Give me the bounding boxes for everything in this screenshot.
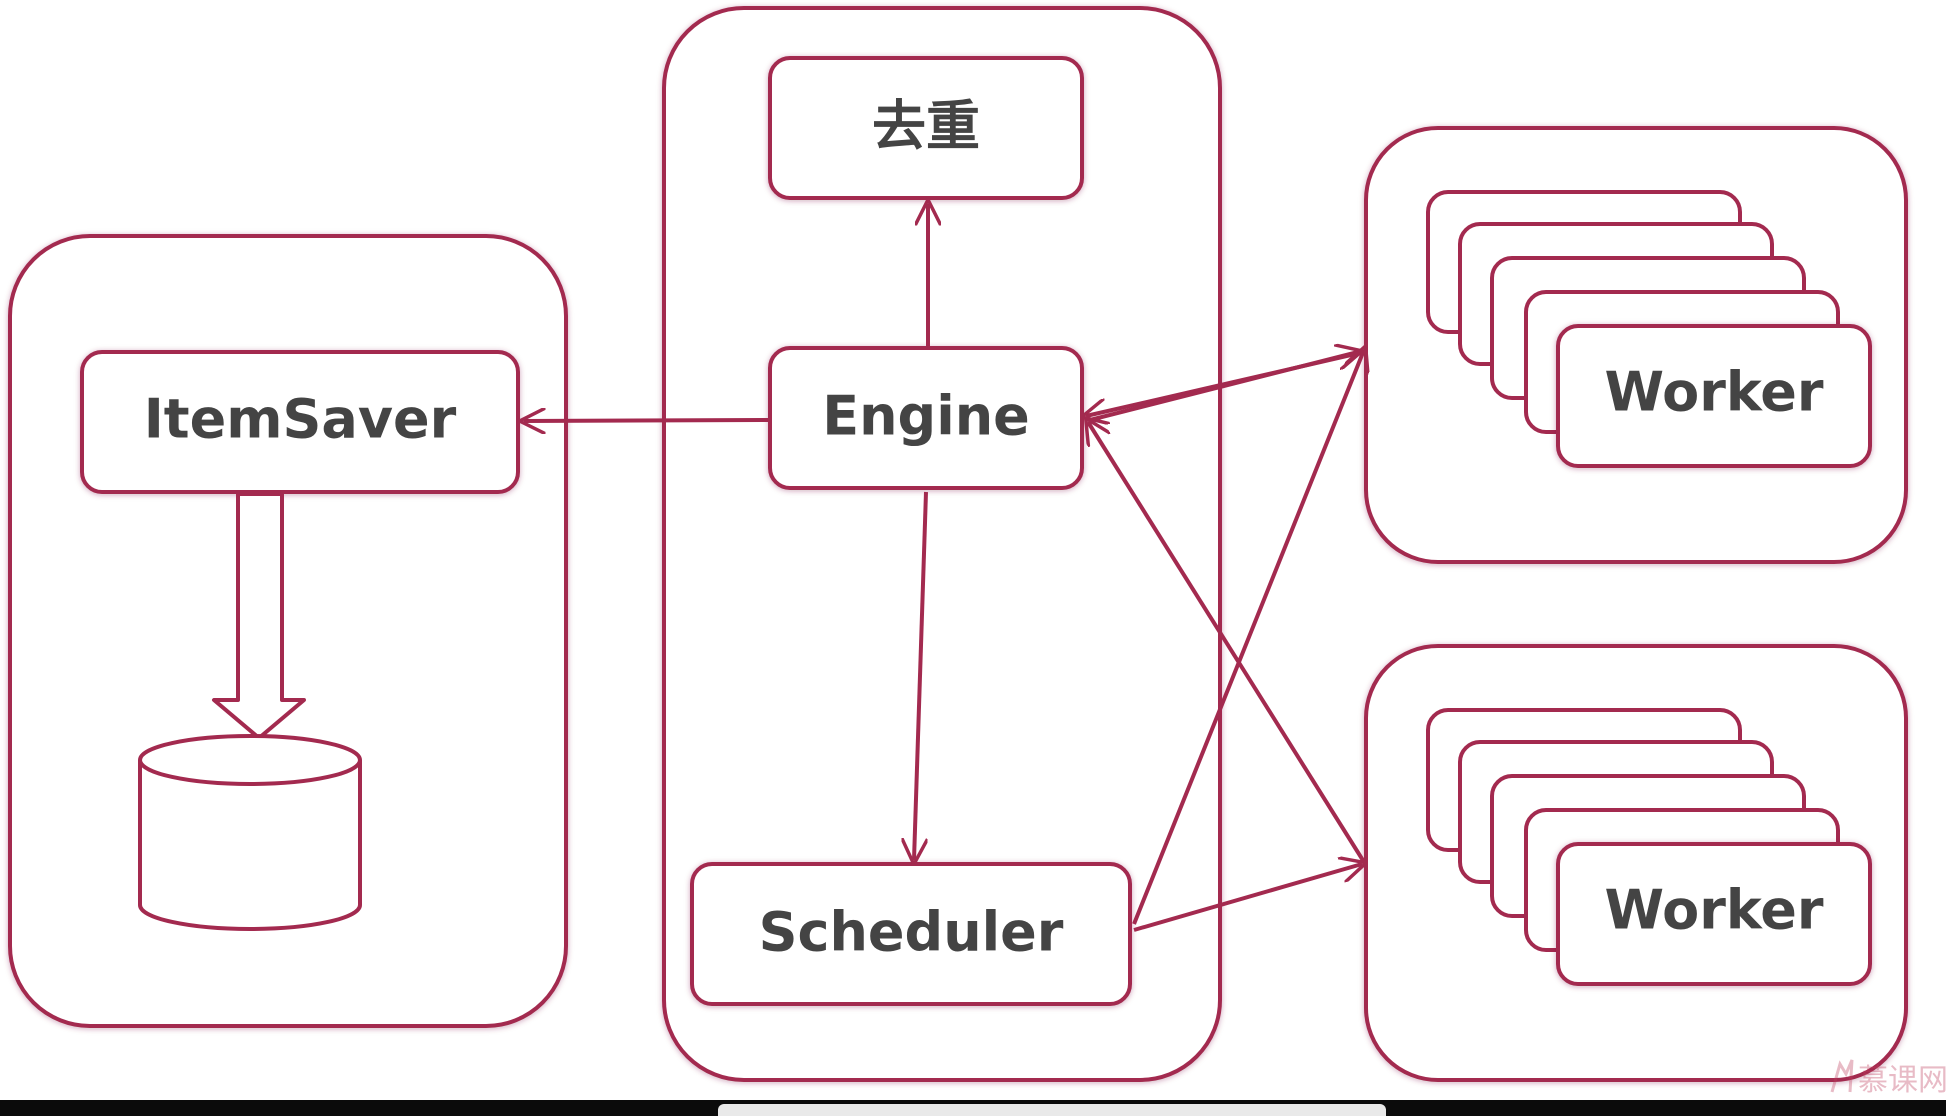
home-indicator[interactable] bbox=[718, 1104, 1386, 1116]
worker-stack-bottom: Worker bbox=[1426, 708, 1872, 986]
dedup-label: 去重 bbox=[872, 95, 980, 158]
engine-container bbox=[662, 6, 1222, 1082]
edge-worker-bottom-to-engine bbox=[1088, 422, 1366, 864]
scheduler-label: Scheduler bbox=[759, 901, 1064, 964]
edges bbox=[524, 204, 1366, 932]
dedup-node: 去重 bbox=[768, 56, 1084, 200]
worker-top-label: Worker bbox=[1604, 361, 1823, 424]
watermark-text: 慕课网 bbox=[1858, 1063, 1946, 1098]
engine-node: Engine bbox=[768, 346, 1084, 490]
edge-engine-to-itemsaver bbox=[524, 420, 769, 421]
itemsaver-node: ItemSaver bbox=[80, 350, 520, 494]
edge-engine-to-worker-top bbox=[1089, 352, 1358, 422]
edge-scheduler-to-worker-top bbox=[1132, 350, 1364, 925]
scheduler-node: Scheduler bbox=[690, 862, 1132, 1006]
worker-stack-top: Worker bbox=[1426, 190, 1872, 468]
imooc-logo-icon: 慕课网 bbox=[1830, 1059, 1946, 1098]
worker-bottom-label: Worker bbox=[1604, 879, 1823, 942]
itemsaver-label: ItemSaver bbox=[144, 388, 457, 451]
engine-label: Engine bbox=[822, 385, 1030, 448]
database-cylinder-icon bbox=[138, 734, 362, 931]
hollow-down-arrow-icon bbox=[212, 492, 306, 740]
edge-scheduler-to-worker-bottom bbox=[1133, 864, 1362, 932]
edge-engine-to-scheduler bbox=[914, 491, 928, 860]
